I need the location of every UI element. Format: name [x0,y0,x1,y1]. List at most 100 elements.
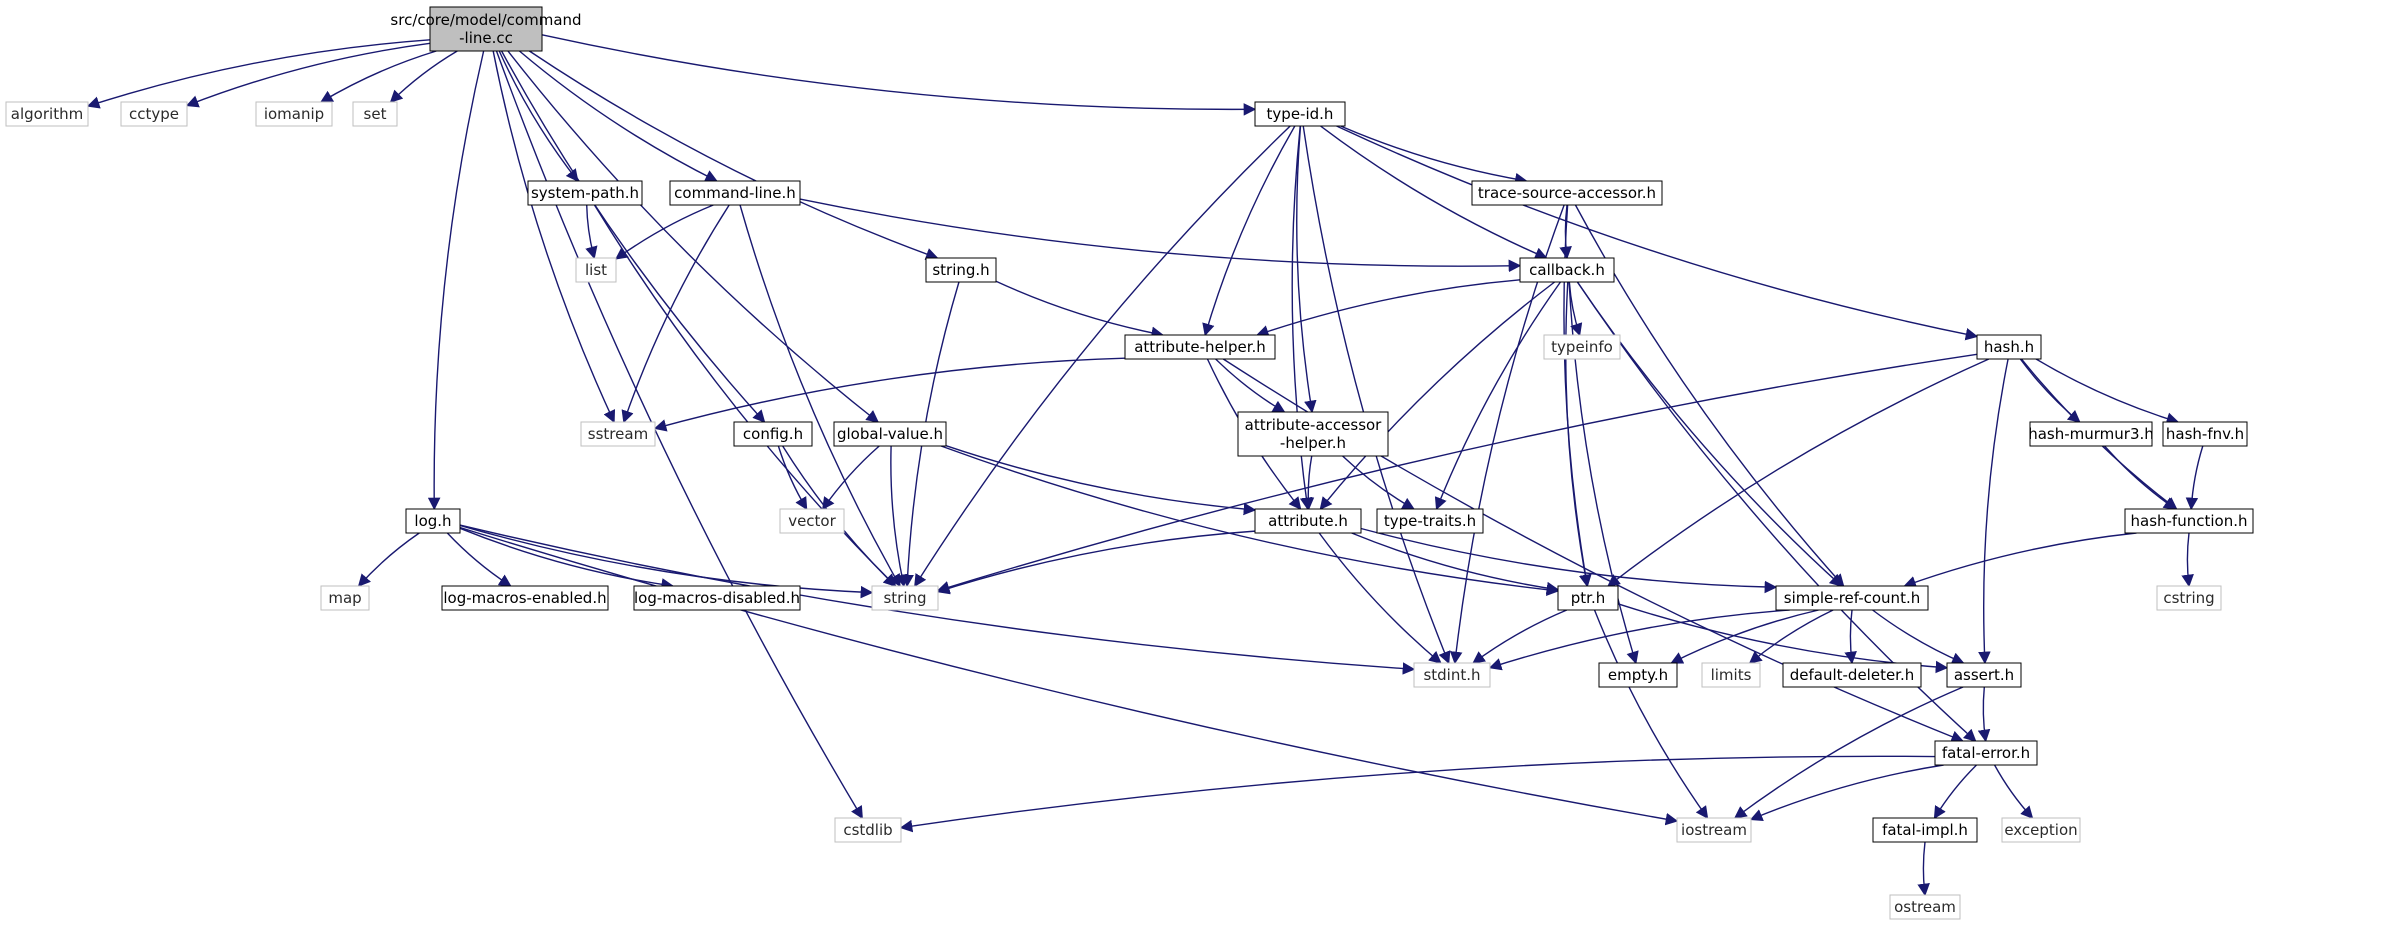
node-label: global-value.h [837,425,943,443]
edge-ptr-to-iostream [1593,609,1709,820]
edge-fnv-to-hashfunc [2185,445,2204,511]
edge-murmur-to-hashfunc [2103,445,2177,510]
edge-root-to-algorithm [86,39,431,109]
node-fatalerror[interactable]: fatal-error.h [1934,740,2038,766]
edge-attribute-to-simpleref [1360,527,1778,594]
node-typeinfo: typeinfo [1543,334,1621,360]
edge-log-to-stdint [459,524,1416,675]
node-box [527,180,643,206]
edge-commandline-to-string [739,204,901,588]
node-label: iostream [1681,821,1747,839]
node-label: attribute.h [1268,512,1348,530]
edge-root-to-config [500,50,766,423]
edge-fatalerror-to-fatalimpl [1933,764,1977,820]
node-label: default-deleter.h [1790,666,1915,684]
node-attribute[interactable]: attribute.h [1254,508,1362,534]
node-box [429,6,543,52]
node-box [1782,662,1922,688]
edge-globalvalue-to-vector [822,445,880,511]
node-box [1376,508,1484,534]
edge-attracc-to-attribute [1301,455,1315,511]
node-attrhelper[interactable]: attribute-helper.h [1124,334,1276,360]
node-fnv[interactable]: hash-fnv.h [2162,421,2248,447]
node-cstdlib: cstdlib [834,817,902,843]
node-config[interactable]: config.h [733,421,813,447]
edge-fatalerror-to-cstdlib [899,755,1936,833]
edge-root-to-log [427,50,485,511]
edge-typeid-to-attribute [1291,125,1313,511]
node-box [1775,585,1929,611]
node-box [2029,421,2153,447]
node-typetraits[interactable]: type-traits.h [1376,508,1484,534]
node-simpleref[interactable]: simple-ref-count.h [1775,585,1929,611]
edge-tracesrc-to-simpleref [1574,204,1845,587]
node-globalvalue[interactable]: global-value.h [833,421,947,447]
edge-globalvalue-to-string [890,445,908,588]
node-assert[interactable]: assert.h [1946,662,2022,688]
edges-layer [86,34,2204,897]
node-fatalimpl[interactable]: fatal-impl.h [1872,817,1978,843]
node-label: list [585,261,607,279]
node-logen[interactable]: log-macros-enabled.h [441,585,609,611]
edge-ptr-to-assert [1617,603,1949,674]
node-label: fatal-error.h [1942,744,2030,762]
edge-root-to-globalvalue [507,50,880,423]
node-empty[interactable]: empty.h [1598,662,1678,688]
edge-simpleref-to-assert [1872,609,1965,665]
node-tracesrc[interactable]: trace-source-accessor.h [1471,180,1663,206]
edge-log-to-string [459,524,874,599]
node-label: log.h [414,512,451,530]
edge-root-to-cstdlib [495,50,863,820]
node-label: type-traits.h [1384,512,1476,530]
node-label: src/core/model/command [390,11,581,29]
node-box [405,508,461,534]
node-root[interactable]: src/core/model/command-line.cc [390,6,582,52]
node-box [1237,411,1389,457]
edge-log-to-iostream [459,526,1679,826]
node-label: map [328,589,361,607]
node-label: log-macros-disabled.h [634,589,800,607]
node-label: ptr.h [1571,589,1605,607]
edge-systempath-to-string [593,204,897,587]
edge-typeid-to-tracesrc [1340,125,1528,186]
node-label: -helper.h [1280,434,1346,452]
edge-simpleref-to-stdint [1488,609,1790,671]
node-box [669,180,801,206]
node-exception: exception [2001,817,2081,843]
node-label: command-line.h [674,184,796,202]
node-attracc[interactable]: attribute-accessor-helper.h [1237,411,1389,457]
node-systempath[interactable]: system-path.h [527,180,643,206]
edge-globalvalue-to-attribute [945,444,1257,516]
node-box [575,257,617,283]
node-hash[interactable]: hash.h [1976,334,2042,360]
edge-fatalerror-to-exception [1993,764,2034,819]
edge-systempath-to-list [585,204,598,260]
node-label: set [364,105,387,123]
node-box [1701,662,1761,688]
node-callback[interactable]: callback.h [1519,257,1615,283]
node-label: -line.cc [459,29,513,47]
node-log[interactable]: log.h [405,508,461,534]
node-logdis[interactable]: log-macros-disabled.h [633,585,801,611]
node-label: system-path.h [531,184,639,202]
edge-root-to-set [389,50,458,103]
node-label: stdint.h [1423,666,1480,684]
edge-hash-to-ptr [1607,358,1990,587]
node-hashfunc[interactable]: hash-function.h [2124,508,2254,534]
node-cctype: cctype [120,101,188,127]
node-typeid[interactable]: type-id.h [1254,101,1346,127]
node-box [733,421,813,447]
node-commandline[interactable]: command-line.h [669,180,801,206]
node-label: iomanip [264,105,324,123]
node-box [2156,585,2222,611]
node-stringh[interactable]: string.h [925,257,997,283]
node-ptr[interactable]: ptr.h [1557,585,1619,611]
node-defdel[interactable]: default-deleter.h [1782,662,1922,688]
node-ostream: ostream [1889,894,1961,920]
edge-stringh-to-attrhelper [995,280,1164,340]
node-murmur[interactable]: hash-murmur3.h [2028,421,2154,447]
node-box [5,101,89,127]
node-label: callback.h [1529,261,1605,279]
edge-config-to-vector [777,445,808,511]
